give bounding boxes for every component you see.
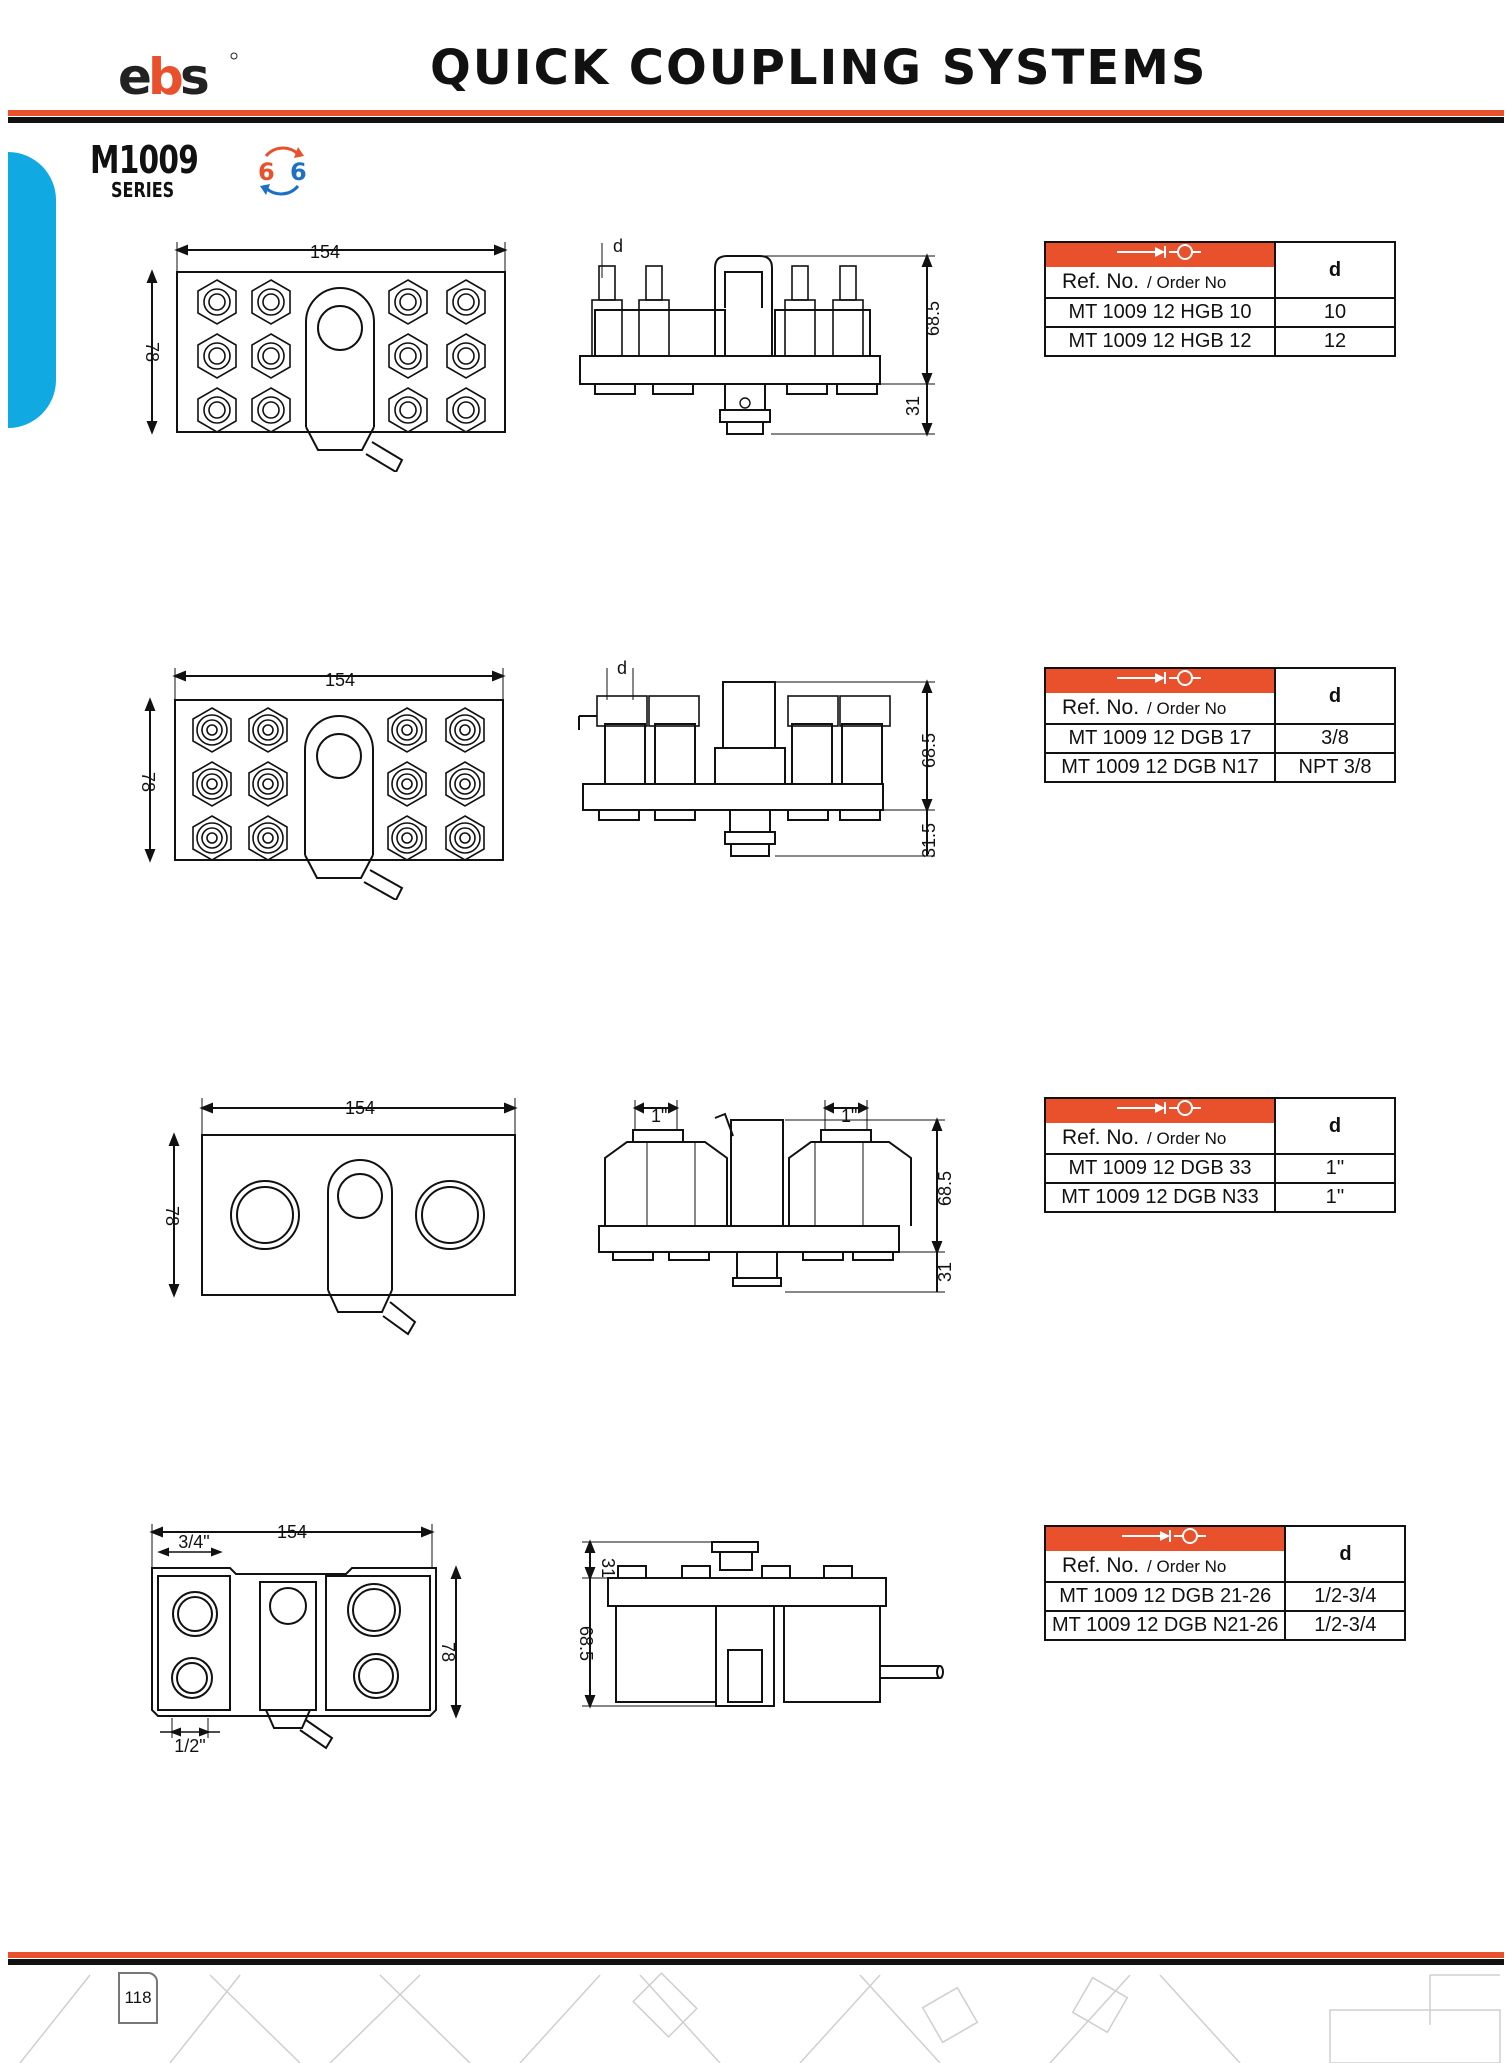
table-row: MT 1009 12 DGB N33 1''	[1044, 1182, 1396, 1213]
footer-rule-black	[8, 1959, 1504, 1965]
dim-width: 154	[345, 1098, 375, 1118]
dim-total-height: 68.5	[923, 301, 943, 336]
header-rule-black	[8, 117, 1504, 123]
svg-text:b: b	[148, 48, 182, 106]
product-1-top-view: 154 78	[140, 232, 520, 472]
svg-text:1": 1"	[651, 1106, 667, 1126]
dim-height: 78	[140, 772, 158, 792]
dim-lower: 31	[935, 1262, 955, 1282]
coupling-icon	[1117, 1100, 1201, 1116]
dim-width: 154	[325, 670, 355, 690]
table-row: MT 1009 12 DGB N17 NPT 3/8	[1044, 752, 1396, 783]
coupling-icon-cell	[1044, 667, 1276, 693]
dim-total-height: 68.5	[935, 1171, 955, 1206]
dim-lower: 31	[598, 1558, 618, 1578]
dim-port-bottom: 1/2"	[174, 1736, 205, 1756]
coupling-icon-cell	[1044, 241, 1276, 267]
dim-height: 78	[142, 342, 162, 362]
header-rule-orange	[8, 110, 1504, 116]
footer-decorative-pattern	[19, 1972, 1501, 2063]
d-column-header: d	[1284, 1525, 1407, 1583]
order-table-1: d Ref. No./ Order No MT 1009 12 HGB 10 1…	[1044, 241, 1396, 357]
dim-width: 154	[310, 242, 340, 262]
order-table-2: d Ref. No./ Order No MT 1009 12 DGB 17 3…	[1044, 667, 1396, 783]
coupling-icon	[1117, 244, 1201, 260]
page-number: 118	[118, 1972, 158, 2024]
dim-port-top: 3/4"	[178, 1532, 209, 1552]
table-row: MT 1009 12 DGB N21-26 1/2-3/4	[1043, 1610, 1407, 1641]
svg-text:e: e	[118, 48, 150, 106]
ebs-logo: e b s	[118, 48, 238, 106]
product-4-top-view: 154 3/4" 78 1/2"	[140, 1518, 480, 1758]
ref-column-header: Ref. No./ Order No	[1044, 1123, 1276, 1155]
d-column-header: d	[1274, 667, 1396, 725]
product-3-top-view: 154 78	[160, 1090, 530, 1340]
product-3-side-view: 1" 1" 68.5 31	[585, 1090, 965, 1300]
dim-port: d	[613, 238, 623, 256]
table-row: MT 1009 12 HGB 12 12	[1044, 326, 1396, 357]
product-2-top-view: 154 78	[140, 660, 520, 900]
dim-width: 154	[277, 1522, 307, 1542]
table-row: MT 1009 12 DGB 17 3/8	[1044, 723, 1396, 754]
ref-column-header: Ref. No./ Order No	[1044, 267, 1276, 299]
dim-height: 78	[162, 1206, 182, 1226]
rotation-six-icon: 6 6	[258, 146, 307, 196]
footer-rule-orange	[8, 1952, 1504, 1958]
dim-lower: 31	[903, 396, 923, 416]
coupling-icon-cell	[1044, 1097, 1276, 1123]
dim-total-height: 68.5	[576, 1626, 596, 1661]
svg-text:6: 6	[290, 158, 307, 186]
order-table-4: d Ref. No./ Order No MT 1009 12 DGB 21-2…	[1043, 1525, 1407, 1641]
d-column-header: d	[1274, 1097, 1396, 1155]
svg-text:s: s	[180, 48, 210, 106]
svg-text:6: 6	[258, 158, 275, 186]
coupling-icon	[1117, 670, 1201, 686]
product-2-side-view: d 68.5 31.5	[575, 660, 955, 870]
section-side-tab	[8, 152, 56, 428]
order-table-3: d Ref. No./ Order No MT 1009 12 DGB 33 1…	[1044, 1097, 1396, 1213]
table-row: MT 1009 12 DGB 33 1''	[1044, 1153, 1396, 1184]
svg-text:1": 1"	[841, 1106, 857, 1126]
dim-total-height: 68.5	[919, 733, 939, 768]
product-4-side-view: 31 68.5	[572, 1530, 952, 1730]
d-column-header: d	[1274, 241, 1396, 299]
ref-column-header: Ref. No./ Order No	[1043, 1551, 1287, 1583]
product-1-side-view: d 68.5 31	[575, 238, 955, 448]
coupling-icon-cell	[1043, 1525, 1287, 1551]
series-label: SERIES	[111, 178, 175, 202]
dim-lower: 31.5	[919, 823, 939, 858]
dim-height: 78	[438, 1642, 458, 1662]
table-row: MT 1009 12 HGB 10 10	[1044, 297, 1396, 328]
ref-column-header: Ref. No./ Order No	[1044, 693, 1276, 725]
table-row: MT 1009 12 DGB 21-26 1/2-3/4	[1043, 1581, 1407, 1612]
dim-port: d	[617, 660, 627, 678]
series-code: M1009	[90, 138, 199, 182]
page-title: QUICK COUPLING SYSTEMS	[430, 40, 1208, 96]
coupling-icon	[1122, 1528, 1207, 1544]
